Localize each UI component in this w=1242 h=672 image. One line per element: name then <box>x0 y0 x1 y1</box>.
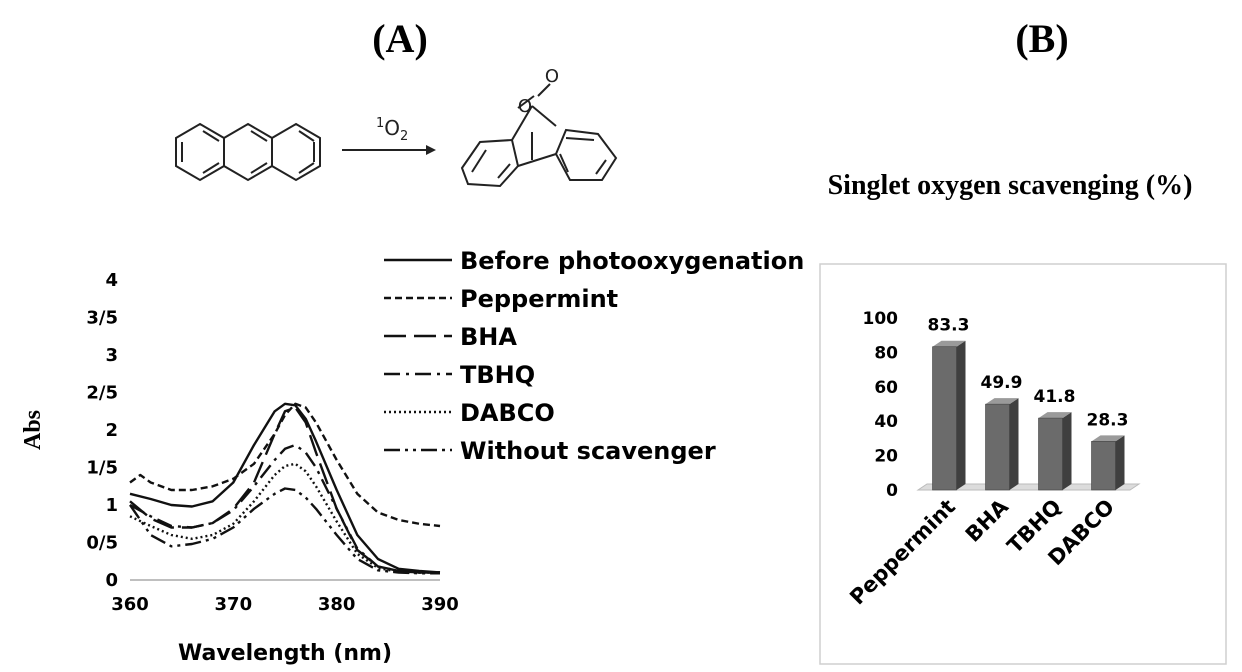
legend-label-5: Without scavenger <box>460 437 716 465</box>
reagent-label: 1O2 <box>376 116 408 144</box>
bar-category-label-0: Peppermint <box>845 495 960 610</box>
series-line-3 <box>129 443 440 574</box>
absorbance-line-chart: 360 370 380 390 0 0/5 1 1/5 2 2/5 3 3/5 4 Before pho… <box>20 247 804 666</box>
panel-label-a: (A) <box>372 16 428 61</box>
bar-chart-frame <box>819 263 1227 665</box>
legend-label-4: DABCO <box>460 399 555 427</box>
x-tick-label: 380 <box>318 594 356 615</box>
bar-side-1 <box>1009 398 1019 490</box>
series-line-5 <box>129 487 440 575</box>
bar-top-1 <box>985 398 1019 405</box>
y-axis-label: Abs <box>20 410 46 450</box>
anthracene-structure <box>175 122 321 182</box>
bar-y-tick-label: 100 <box>863 309 899 329</box>
y-tick-label: 4 <box>105 270 118 291</box>
y-tick-label: 3 <box>105 345 118 366</box>
reaction-arrowhead <box>426 145 436 155</box>
peroxide-oxygen-right: O <box>545 66 559 87</box>
x-axis-label: Wavelength (nm) <box>178 641 392 666</box>
bar-y-tick-label: 0 <box>886 481 898 501</box>
x-tick-label: 360 <box>111 594 149 615</box>
legend-label-0: Before photooxygenation <box>460 247 804 275</box>
bar-data-label-2: 41.8 <box>1034 387 1076 407</box>
y-tick-label: 2 <box>105 420 118 441</box>
bar-1 <box>985 403 1010 491</box>
y-tick-label: 1 <box>105 495 118 516</box>
endoperoxide-structure <box>460 83 618 188</box>
bar-side-3 <box>1115 435 1125 490</box>
bar-y-tick-label: 40 <box>874 412 898 432</box>
x-tick-label: 390 <box>421 594 459 615</box>
bar-side-2 <box>1062 412 1072 490</box>
reaction-scheme <box>175 83 618 188</box>
bar-2 <box>1038 417 1063 491</box>
bar-y-tick-label: 80 <box>874 343 898 363</box>
y-tick-label: 2/5 <box>86 383 118 404</box>
legend-label-3: TBHQ <box>460 361 535 389</box>
y-tick-label: 3/5 <box>86 308 118 329</box>
bar-data-label-0: 83.3 <box>928 316 970 336</box>
bar-side-0 <box>956 340 966 490</box>
bar-top-0 <box>932 340 966 347</box>
y-tick-label: 0/5 <box>86 533 118 554</box>
bar-chart-title: Singlet oxygen scavenging (%) <box>828 170 1193 201</box>
series-line-2 <box>129 406 440 574</box>
y-tick-label: 1/5 <box>86 458 118 479</box>
panel-label-b: (B) <box>1015 16 1068 61</box>
series-line-1 <box>129 402 441 528</box>
bar-data-label-3: 28.3 <box>1087 410 1129 430</box>
bar-top-2 <box>1038 412 1072 419</box>
bar-3 <box>1091 441 1116 491</box>
bar-0 <box>932 346 957 491</box>
y-tick-label: 0 <box>105 570 118 591</box>
bar-y-tick-label: 60 <box>874 378 898 398</box>
x-tick-label: 370 <box>215 594 253 615</box>
legend-label-2: BHA <box>460 323 517 351</box>
series-line-0 <box>129 402 441 574</box>
bar-top-3 <box>1091 435 1125 442</box>
bar-y-tick-label: 20 <box>874 447 898 467</box>
bar-data-label-1: 49.9 <box>981 373 1023 393</box>
legend-label-1: Peppermint <box>460 285 618 313</box>
peroxide-oxygen-left: O <box>518 96 532 117</box>
